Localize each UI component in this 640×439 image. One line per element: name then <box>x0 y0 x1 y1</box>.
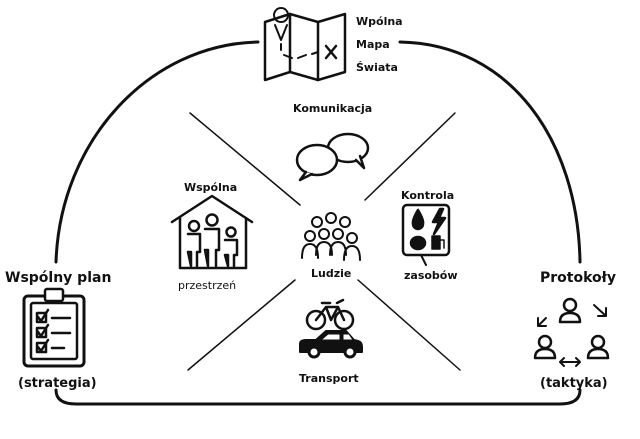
divider-line-tr <box>364 112 456 201</box>
sector-bottom-label: Transport <box>299 372 359 385</box>
arch-line-left <box>54 40 260 264</box>
folded-map-icon <box>263 7 347 82</box>
bottom-bracket <box>54 388 582 406</box>
sector-right-line-2: zasobów <box>404 269 458 282</box>
right-pillar-title: Protokoły <box>540 270 616 286</box>
clipboard-checklist-icon <box>22 287 86 368</box>
arch-line-right <box>398 40 582 264</box>
bicycle-icon <box>305 298 355 331</box>
house-people-icon <box>170 194 254 270</box>
left-pillar-subtitle: (strategia) <box>18 376 97 391</box>
sector-right-line-1: Kontrola <box>401 189 455 202</box>
sector-left-line-1: Wspólna <box>184 181 238 194</box>
resources-icon <box>401 203 451 266</box>
left-pillar-title: Wspólny plan <box>5 270 112 286</box>
car-icon <box>299 330 363 359</box>
map-title-line-1: Wpólna <box>356 15 403 28</box>
map-title-line-2: Mapa <box>356 38 390 51</box>
center-label: Ludzie <box>311 267 352 280</box>
speech-bubbles-icon <box>295 132 370 182</box>
network-people-icon <box>533 297 610 367</box>
divider-line-bl <box>187 279 296 371</box>
sector-top-label: Komunikacja <box>293 102 373 115</box>
divider-line-tl <box>189 112 301 206</box>
right-pillar-subtitle: (taktyka) <box>540 376 608 391</box>
divider-line-br <box>357 279 461 371</box>
sector-left-line-2: przestrzeń <box>178 279 237 292</box>
map-title-line-3: Świata <box>356 61 398 74</box>
people-group-icon <box>301 212 361 261</box>
